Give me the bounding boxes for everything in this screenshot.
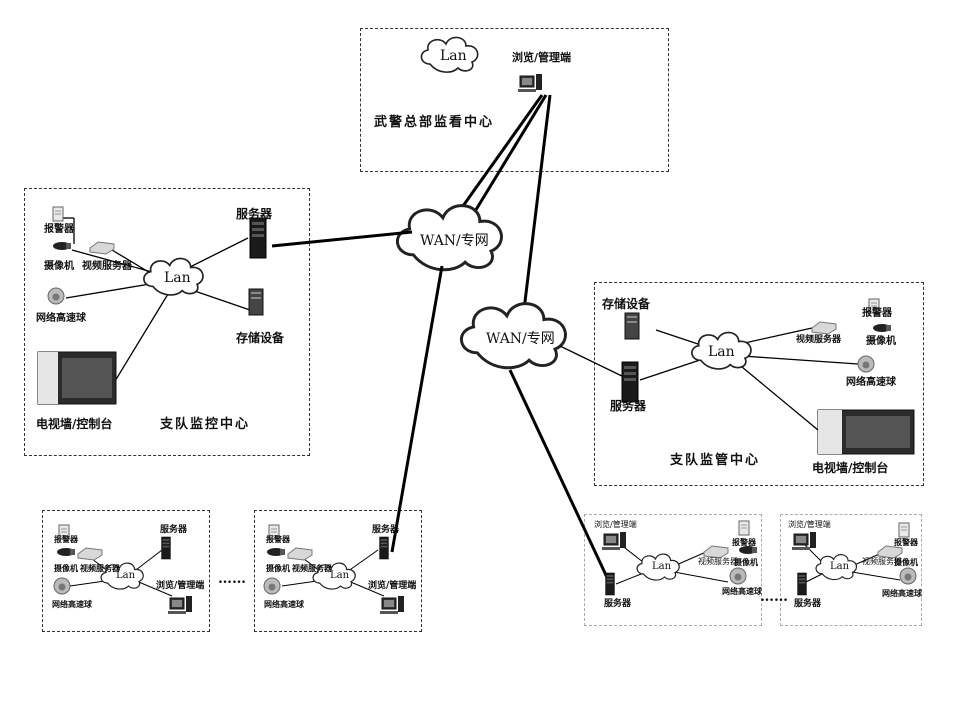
left-detachment-box	[24, 188, 310, 456]
right-server-icon	[621, 361, 639, 403]
small-d-pc-icon	[791, 531, 817, 551]
hq-center-title: 武警总部监看中心	[374, 115, 495, 130]
right-tvwall-icon	[817, 409, 915, 455]
left-server-label: 服务器	[236, 207, 273, 221]
right-dome-label: 网络高速球	[846, 377, 896, 388]
small-d-lan-label: Lan	[830, 561, 850, 572]
small-a-camera-label: 摄像机	[54, 563, 78, 573]
small-b-video-server-icon	[287, 547, 313, 561]
right-dome-icon	[857, 355, 875, 373]
left-tvwall-label: 电视墙/控制台	[36, 417, 113, 431]
small-a-alarm-label: 报警器	[54, 534, 78, 544]
small-b-dome-icon	[263, 577, 281, 595]
small-c-alarm-icon	[738, 520, 750, 536]
left-alarm-icon	[52, 206, 64, 222]
small-c-camera-icon	[739, 546, 757, 554]
hq-browser-label: 浏览/管理端	[512, 51, 572, 64]
left-center-title: 支队监控中心	[160, 417, 251, 432]
right-server-label: 服务器	[610, 399, 647, 413]
small-c-browser-label: 浏览/管理端	[594, 520, 637, 529]
small-b-alarm-label: 报警器	[266, 534, 290, 544]
right-center-title: 支队监管中心	[670, 453, 761, 468]
small-site-box-b	[254, 510, 422, 632]
small-c-alarm-label: 报警器	[732, 537, 756, 547]
small-a-server-icon	[161, 536, 171, 560]
left-video-server-label: 视频服务器	[82, 261, 132, 272]
left-dome-label: 网络高速球	[36, 313, 86, 324]
left-camera-label: 摄像机	[44, 261, 74, 272]
small-a-browser-label: 浏览/管理端	[156, 581, 205, 591]
left-tvwall-icon	[37, 351, 117, 405]
small-b-camera-label: 摄像机	[266, 563, 290, 573]
right-lan-label: Lan	[708, 344, 735, 360]
small-b-lan-label: Lan	[330, 570, 350, 581]
wan-small-b-link	[390, 265, 444, 553]
small-a-dome-label: 网络高速球	[52, 599, 92, 609]
small-b-dome-label: 网络高速球	[264, 599, 304, 609]
right-detachment-box	[594, 282, 924, 486]
ellipsis-left: ……	[218, 571, 246, 587]
left-lan-label: Lan	[164, 270, 191, 286]
small-d-browser-label: 浏览/管理端	[788, 520, 831, 529]
small-c-video-server-label: 视频服务器	[698, 557, 738, 566]
small-b-server-label: 服务器	[372, 525, 400, 535]
hq-browser-pc-icon	[517, 73, 543, 93]
small-c-server-icon	[605, 572, 615, 596]
wan-right-label: WAN/专网	[486, 331, 555, 347]
left-storage-icon	[248, 288, 264, 316]
small-c-dome-icon	[729, 567, 747, 585]
small-site-box-c	[584, 514, 762, 626]
hq-wan-link-3	[522, 94, 552, 311]
small-a-camera-icon	[57, 548, 75, 556]
left-server-wan-link	[271, 230, 413, 248]
right-storage-label: 存储设备	[602, 297, 651, 311]
small-site-box-d	[780, 514, 922, 626]
left-storage-label: 存储设备	[236, 331, 285, 345]
small-d-alarm-icon	[898, 522, 910, 538]
small-a-dome-icon	[53, 577, 71, 595]
right-video-server-icon	[811, 321, 837, 335]
small-b-browser-label: 浏览/管理端	[368, 581, 417, 591]
small-c-lan-label: Lan	[652, 561, 672, 572]
wan-top-label: WAN/专网	[420, 233, 489, 249]
small-d-server-label: 服务器	[794, 599, 822, 609]
left-dome-icon	[47, 287, 65, 305]
wan-small-c-link	[508, 369, 614, 589]
hq-monitoring-center-box	[360, 28, 669, 172]
right-camera-label: 摄像机	[866, 336, 896, 347]
small-d-server-icon	[797, 572, 807, 596]
small-site-box-a	[42, 510, 210, 632]
right-alarm-label: 报警器	[862, 308, 892, 319]
left-video-server-icon	[89, 241, 115, 255]
small-d-alarm-label: 报警器	[894, 537, 918, 547]
small-d-dome-icon	[899, 567, 917, 585]
small-a-video-server-label: 视频服务器	[80, 563, 120, 573]
small-a-server-label: 服务器	[160, 525, 188, 535]
ellipsis-right: ……	[760, 589, 788, 605]
right-camera-icon	[873, 324, 891, 332]
left-alarm-label: 报警器	[44, 224, 74, 235]
right-tvwall-label: 电视墙/控制台	[812, 461, 889, 475]
small-d-video-server-label: 视频服务器	[862, 557, 902, 566]
left-server-icon	[249, 217, 267, 259]
small-a-lan-label: Lan	[116, 570, 136, 581]
small-c-camera-label: 摄像机	[734, 557, 758, 567]
small-d-dome-label: 网络高速球	[882, 588, 922, 598]
small-d-camera-label: 摄像机	[894, 557, 918, 567]
right-storage-icon	[624, 312, 640, 340]
small-c-server-label: 服务器	[604, 599, 632, 609]
hq-lan-label: Lan	[440, 48, 467, 64]
hq-wan-link-1	[456, 94, 544, 214]
right-video-server-label: 视频服务器	[796, 335, 842, 345]
small-b-server-icon	[379, 536, 389, 560]
small-b-camera-icon	[267, 548, 285, 556]
hq-wan-link-2	[472, 94, 548, 214]
small-c-dome-label: 网络高速球	[722, 586, 762, 596]
small-b-video-server-label: 视频服务器	[292, 563, 332, 573]
small-b-pc-icon	[379, 595, 405, 615]
small-a-pc-icon	[167, 595, 193, 615]
left-camera-icon	[53, 242, 71, 250]
small-c-pc-icon	[601, 531, 627, 551]
